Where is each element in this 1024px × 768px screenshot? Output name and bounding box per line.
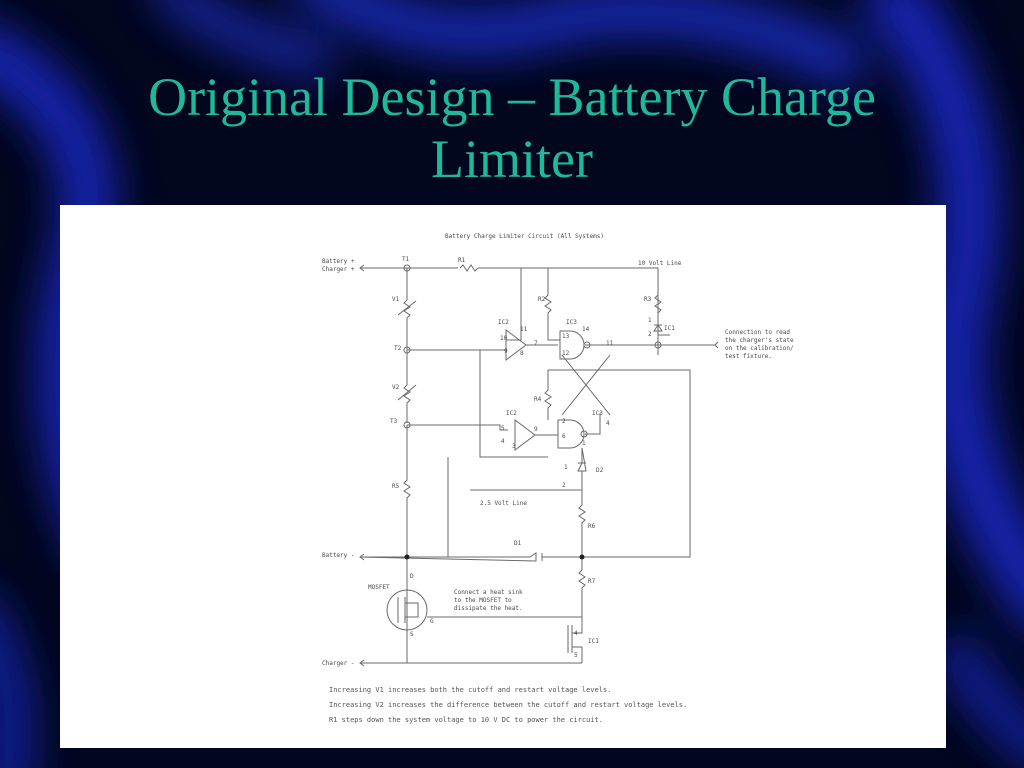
connection-note-line-1: Connection to read [725, 329, 790, 336]
note-line: Increasing V2 increases the difference b… [329, 701, 688, 709]
pin-label: 8 [520, 350, 524, 357]
circuit-schematic: Battery Charge Limiter Circuit (All Syst… [322, 233, 794, 667]
pin-label: 13 [562, 333, 570, 340]
battery-plus-label: Battery + [322, 258, 355, 265]
circuit-diagram-panel: Battery Charge Limiter Circuit (All Syst… [60, 205, 946, 748]
slide-title: Original Design – Battery Charge Limiter [0, 66, 1024, 190]
heat-sink-note-line-2: to the MOSFET to [454, 597, 512, 604]
t1-label: T1 [402, 256, 410, 263]
ic1-bottom-label: IC1 [588, 638, 599, 645]
r3-label: R3 [644, 296, 652, 303]
v2-label: V2 [392, 384, 400, 391]
pin-label: 1 [648, 317, 652, 324]
note-line: R1 steps down the system voltage to 10 V… [329, 716, 603, 724]
mosfet-drain-label: D [410, 573, 414, 580]
r7-label: R7 [588, 578, 596, 585]
mosfet-label: MOSFET [368, 584, 390, 591]
two-five-volt-line-label: 2.5 Volt Line [480, 500, 527, 507]
pin-label: 4 [606, 420, 610, 427]
slide-title-line-2: Limiter [431, 129, 593, 189]
connection-note-line-3: on the calibration/ [725, 345, 794, 352]
terminal-arrows [359, 264, 365, 667]
pin-label: 7 [534, 340, 538, 347]
charger-plus-label: Charger + [322, 266, 355, 273]
junction-dot [404, 554, 410, 560]
ic3-top-label: IC3 [566, 319, 577, 326]
r6-label: R6 [588, 523, 596, 530]
slide-title-line-1: Original Design – Battery Charge [148, 67, 876, 127]
heat-sink-note-line-1: Connect a heat sink [454, 589, 523, 596]
pin-label: 2 [562, 418, 566, 425]
connection-note-line-4: test fixture. [725, 353, 772, 360]
pin-label: 1 [582, 440, 586, 447]
heat-sink-note-line-3: dissipate the heat. [454, 605, 523, 612]
pin-label: 2 [648, 331, 652, 338]
v1-label: V1 [392, 296, 400, 303]
mosfet-gate-label: G [430, 618, 434, 625]
pin-label: 14 [582, 326, 590, 333]
pin-label: 11 [520, 326, 528, 333]
pin-label: 9 [534, 426, 538, 433]
pin-label: 12 [562, 350, 570, 357]
circuit-wiring [359, 264, 719, 664]
mosfet-source-label: S [410, 631, 414, 638]
pin-label: 1 [564, 464, 568, 471]
r2-label: R2 [538, 296, 546, 303]
t2-label: T2 [394, 345, 402, 352]
ic3-bottom-label: IC3 [592, 410, 603, 417]
pin-label: 6 [562, 433, 566, 440]
junction-dot [579, 554, 585, 560]
d2-label: D2 [596, 467, 604, 474]
pin-label: 5 [574, 652, 578, 659]
pin-label: 4 [574, 630, 578, 637]
pin-label: 10 [500, 335, 508, 342]
ten-volt-line-label: 10 Volt Line [638, 260, 682, 267]
d1-label: D1 [514, 540, 522, 547]
pin-label: 4 [501, 438, 505, 445]
design-notes: Increasing V1 increases both the cutoff … [329, 683, 889, 728]
pin-label: 2 [562, 482, 566, 489]
r4-label: R4 [534, 396, 542, 403]
pin-label: 9 [504, 348, 508, 355]
r1-label: R1 [458, 257, 466, 264]
note-line: Increasing V1 increases both the cutoff … [329, 686, 612, 694]
pin-label: 11 [606, 340, 614, 347]
r5-label: R5 [392, 483, 400, 490]
connection-note-line-2: the charger's state [725, 337, 794, 344]
pin-label: 3 [512, 443, 516, 450]
terminals [403, 264, 662, 438]
t3-label: T3 [390, 418, 398, 425]
charger-minus-label: Charger - [322, 660, 355, 667]
ic2-top-label: IC2 [498, 319, 509, 326]
ic1-top-label: IC1 [664, 325, 675, 332]
diagram-title: Battery Charge Limiter Circuit (All Syst… [445, 233, 604, 240]
battery-minus-label: Battery - [322, 552, 355, 559]
ic2-bottom-label: IC2 [506, 410, 517, 417]
pin-label: 5 [501, 425, 505, 432]
